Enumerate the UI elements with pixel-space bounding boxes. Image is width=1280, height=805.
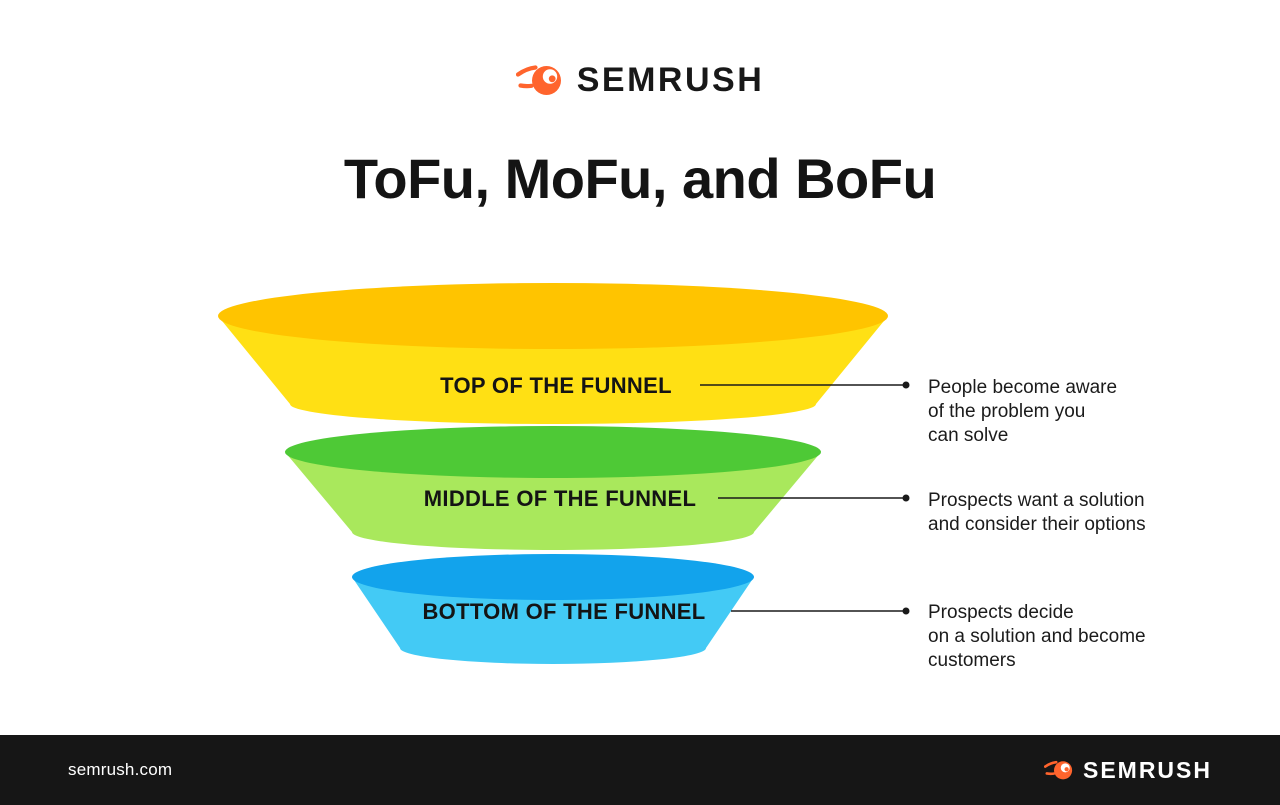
connector-dot-top	[902, 381, 910, 389]
annotation-tofu: People become aware of the problem you c…	[928, 377, 1118, 446]
stage-label-tofu: TOP OF THE FUNNEL	[440, 373, 672, 398]
footer-site-url: semrush.com	[68, 760, 173, 779]
connector-dots	[902, 381, 910, 615]
funnel-bottom-body	[352, 577, 754, 664]
annotation-mofu: Prospects want a solution and consider t…	[928, 490, 1146, 535]
footer-brand-wordmark: SEMRUSH	[1082, 756, 1212, 783]
footer-bar: semrush.com SEMRUSH	[0, 735, 1280, 805]
stage-label-bofu: BOTTOM OF THE FUNNEL	[422, 599, 706, 624]
brand-wordmark: SEMRUSH	[576, 60, 765, 99]
connector-dot-bottom	[902, 607, 910, 615]
stage-label-mofu: MIDDLE OF THE FUNNEL	[423, 486, 697, 511]
connector-lines	[700, 384, 903, 612]
semrush-logo: SEMRUSH	[0, 56, 1280, 104]
page-title: ToFu, MoFu, and BoFu	[343, 147, 937, 210]
funnel-middle-rim	[285, 426, 821, 478]
connector-dot-middle	[902, 494, 910, 502]
footer-semrush-logo: SEMRUSH	[1044, 755, 1212, 785]
funnel-middle-body	[285, 452, 821, 550]
annotation-bofu: Prospects decide on a solution and becom…	[928, 602, 1146, 671]
semrush-logo-icon	[1044, 755, 1074, 785]
funnel-bottom-rim	[352, 554, 754, 600]
funnel-top-rim	[218, 283, 888, 349]
